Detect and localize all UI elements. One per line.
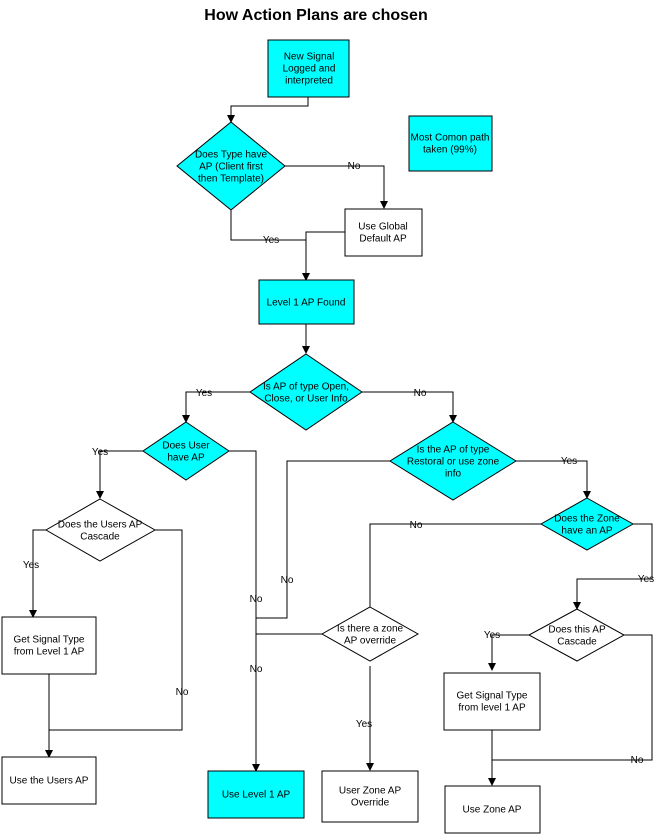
edge-label-user-no-2: No (250, 664, 263, 675)
node-label-line: from level 1 AP (458, 703, 526, 714)
node-level1-ap-found: Level 1 AP Found (258, 279, 355, 325)
node-label-line: Use the Users AP (10, 776, 89, 787)
node-label-line: Default AP (359, 234, 407, 245)
node-label-line: AP override (344, 636, 397, 647)
edge-label-ap-cascade-yes: Yes (484, 630, 500, 641)
edge-label-users-cascade-no: No (176, 687, 189, 698)
node-label-line: Cascade (557, 637, 597, 648)
svg-text:Level 1 AP Found: Level 1 AP Found (267, 298, 346, 309)
node-label-line: Logged and (283, 64, 336, 75)
node-label-line: Restoral or use zone (407, 457, 500, 468)
node-label-line: Does User (162, 441, 210, 452)
edge-label-restoral-no: No (281, 575, 294, 586)
node-label-line: Most Comon path (411, 133, 490, 144)
node-label-line: Use Zone AP (463, 805, 522, 816)
node-label-line: Does this AP (548, 625, 606, 636)
node-label-line: interpreted (285, 76, 333, 87)
node-use-level1-ap: Use Level 1 AP (207, 770, 305, 819)
node-label-line: from Level 1 AP (14, 647, 85, 658)
node-label-line: Use Global (358, 222, 407, 233)
edge-label-open-yes: Yes (196, 388, 212, 399)
node-label-line: New Signal (284, 52, 335, 63)
node-use-users-ap: Use the Users AP (1, 756, 97, 805)
node-label-line: taken (99%) (423, 145, 477, 156)
edge-label-ap-cascade-no: No (631, 755, 644, 766)
edge-label-users-cascade-yes: Yes (23, 560, 39, 571)
svg-text:Use Zone AP: Use Zone AP (463, 805, 522, 816)
edge-label-user-no-1: No (250, 594, 263, 605)
node-label-line: Does the Users AP (58, 520, 143, 531)
edge-labels: No Yes Yes No Yes No No Yes No Yes No No… (23, 161, 654, 766)
edge-label-open-no: No (414, 388, 427, 399)
edge-label-restoral-yes: Yes (561, 456, 577, 467)
node-label-line: Is the AP of type (417, 445, 490, 456)
node-label-line: then Template) (198, 174, 264, 185)
edge-label-override-yes: Yes (356, 719, 372, 730)
node-label-line: Level 1 AP Found (267, 298, 346, 309)
connectors (29, 97, 653, 786)
node-label-line: Get Signal Type (457, 691, 528, 702)
node-label-line: Close, or User Info (264, 394, 348, 405)
node-label-line: Does Type have (195, 150, 268, 161)
node-label-line: Use Level 1 AP (222, 790, 291, 801)
edge-label-user-yes: Yes (92, 447, 108, 458)
node-label-line: info (445, 469, 462, 480)
node-label-line: Does the Zone (554, 514, 620, 525)
node-label-line: have AP (167, 453, 205, 464)
node-label-line: Is there a zone (337, 624, 404, 635)
node-label-line: have an AP (561, 526, 612, 537)
edge-label-zone-yes: Yes (638, 574, 654, 585)
edge-label-zone-no: No (410, 520, 423, 531)
decision-ap-type-open-close: Is AP of type Open,Close, or User Info (249, 353, 363, 431)
node-label-line: AP (Client first (199, 162, 263, 173)
node-label-line: Override (351, 798, 390, 809)
svg-text:Use Level 1 AP: Use Level 1 AP (222, 790, 291, 801)
node-label-line: User Zone AP (339, 786, 402, 797)
diagram-title: How Action Plans are chosen (204, 7, 427, 24)
node-use-zone-ap: Use Zone AP (444, 785, 541, 834)
node-label-line: Is AP of type Open, (263, 382, 349, 393)
node-label-line: Cascade (80, 532, 120, 543)
svg-text:Use the Users AP: Use the Users AP (10, 776, 89, 787)
svg-text:Is AP of type Open,Close, or U: Is AP of type Open,Close, or User Info (263, 382, 349, 405)
node-label-line: Get Signal Type (14, 635, 85, 646)
edge-label-type-yes: Yes (263, 235, 279, 246)
edge-label-type-no: No (348, 161, 361, 172)
